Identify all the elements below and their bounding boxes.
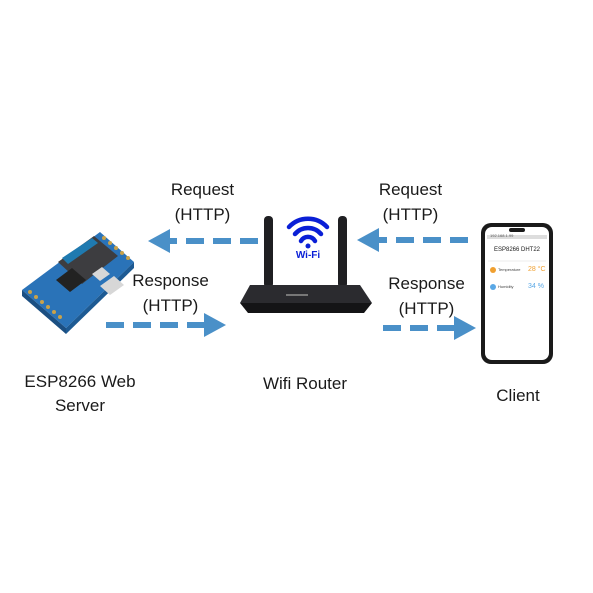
client-label: Client <box>496 386 540 405</box>
right-response-label-line2: (HTTP) <box>398 299 455 318</box>
arrow-left-request <box>148 229 258 253</box>
right-request-label-line2: (HTTP) <box>382 205 439 224</box>
router-label: Wifi Router <box>262 374 348 393</box>
phone-url: 192.168.1.99 <box>490 233 514 238</box>
phone-humidity-label: Humidity <box>498 284 514 289</box>
left-response-label-line2: (HTTP) <box>142 296 199 315</box>
right-request-label-line1: Request <box>378 180 443 199</box>
arrow-right-request <box>357 228 468 252</box>
wifi-symbol-icon <box>286 216 330 249</box>
arrow-right-response <box>383 316 476 340</box>
server-label: ESP8266 Web Server <box>0 370 160 418</box>
server-label-line2: Server <box>54 396 106 415</box>
left-request-label-line1: Request <box>170 180 235 199</box>
arrow-left-response <box>106 313 226 337</box>
right-response-label-line1: Response <box>388 274 465 293</box>
phone-temp-label: Temperature <box>498 267 521 272</box>
smartphone-image <box>481 223 553 364</box>
phone-temp-value: 28 °C <box>528 266 546 273</box>
esp8266-board-image <box>22 232 134 334</box>
phone-humidity-value: 34 % <box>528 283 544 290</box>
wifi-badge-label: Wi-Fi <box>295 250 321 261</box>
left-request-label-line2: (HTTP) <box>174 205 231 224</box>
phone-screen-title: ESP8266 DHT22 <box>493 247 541 253</box>
server-label-line1: ESP8266 Web <box>24 372 136 391</box>
left-response-label-line1: Response <box>132 271 209 290</box>
wifi-router-image <box>240 216 372 313</box>
